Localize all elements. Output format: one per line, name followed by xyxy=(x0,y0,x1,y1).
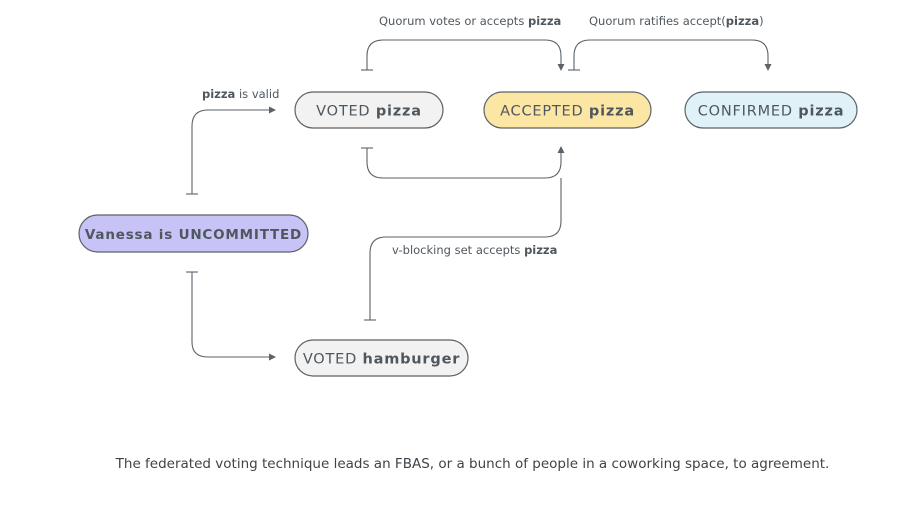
edge-uncommitted-to-voted-pizza xyxy=(186,106,276,195)
node-voted-hamburger: VOTED hamburger xyxy=(294,339,469,377)
svg-text:Vanessa is UNCOMMITTED: Vanessa is UNCOMMITTED xyxy=(85,227,302,243)
edge-voted-hamburger-vblocking-to-accepted xyxy=(364,178,562,321)
edge-accepted-quorum-to-confirmed xyxy=(568,39,772,71)
svg-text:VOTED pizza: VOTED pizza xyxy=(316,104,422,120)
edge-voted-pizza-quorum-to-accepted xyxy=(361,39,565,71)
node-voted-pizza-pill xyxy=(294,91,444,129)
svg-text:CONFIRMED pizza: CONFIRMED pizza xyxy=(698,104,845,120)
edge-label-quorum-ratifies: Quorum ratifies accept(pizza) xyxy=(589,14,764,28)
node-uncommitted-pill xyxy=(78,214,309,253)
node-confirmed-pizza: CONFIRMED pizza xyxy=(684,91,858,129)
node-uncommitted-state: UNCOMMITTED xyxy=(179,227,303,243)
svg-text:ACCEPTED pizza: ACCEPTED pizza xyxy=(500,104,635,120)
edge-label-vblocking: v-blocking set accepts pizza xyxy=(392,243,557,257)
node-accepted-pizza-pill xyxy=(483,91,652,129)
edge-label-pizza-is-valid: pizza is valid xyxy=(202,87,279,101)
node-voted-hamburger-pill xyxy=(294,339,469,377)
node-voted-pizza: VOTED pizza xyxy=(294,91,444,129)
edge-uncommitted-to-voted-hamburger xyxy=(186,271,276,361)
node-uncommitted-name: Vanessa xyxy=(85,227,153,243)
svg-text:VOTED hamburger: VOTED hamburger xyxy=(303,352,460,368)
node-confirmed-pizza-pill xyxy=(684,91,858,129)
node-accepted-pizza: ACCEPTED pizza xyxy=(483,91,652,129)
edge-label-quorum-votes: Quorum votes or accepts pizza xyxy=(379,14,561,28)
edge-voted-pizza-to-accepted xyxy=(361,146,565,179)
node-vanessa-uncommitted: Vanessa is UNCOMMITTED xyxy=(78,214,309,253)
diagram-caption: The federated voting technique leads an … xyxy=(115,456,830,472)
